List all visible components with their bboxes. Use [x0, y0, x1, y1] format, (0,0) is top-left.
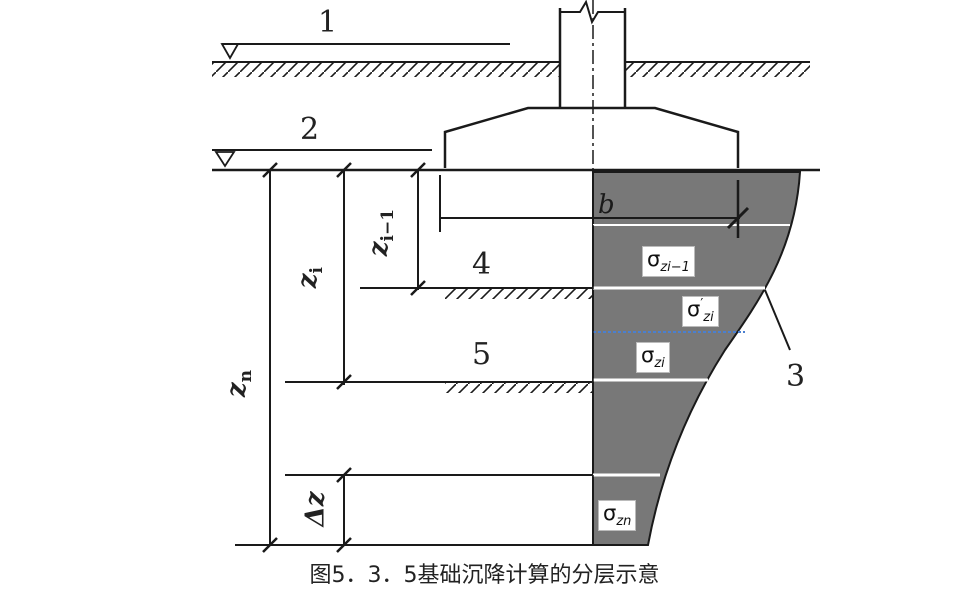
- ground-surface: [212, 43, 810, 77]
- water-level-symbol-2: [214, 151, 236, 168]
- column: [558, 0, 627, 108]
- stress-label-zn: σzn: [598, 500, 637, 531]
- base-level: [212, 149, 820, 172]
- water-level-symbol: [220, 43, 240, 60]
- depth-label-z-n: zn: [221, 370, 257, 398]
- label-4: 4: [472, 247, 492, 282]
- label-1: 1: [318, 5, 338, 40]
- width-label-b: b: [598, 190, 615, 220]
- footing: [443, 106, 740, 168]
- stress-label-zi-minus-1: σzi−1: [642, 246, 695, 277]
- stress-label-zi-prime: σ′zi: [682, 296, 719, 327]
- label-5: 5: [472, 337, 492, 372]
- depth-label-z-i: zi: [293, 266, 328, 289]
- depth-dimensions: [235, 162, 593, 553]
- layer-boundary-5: [445, 381, 593, 393]
- depth-label-delta-z: Δz: [300, 491, 331, 527]
- label-2: 2: [300, 112, 320, 147]
- width-dimension: [439, 175, 750, 238]
- label-3: 3: [786, 359, 806, 394]
- figure-caption: 图5．3．5基础沉降计算的分层示意: [309, 563, 660, 588]
- label-3-leader: [764, 289, 791, 351]
- depth-label-z-i-minus-1: zi−1: [364, 208, 399, 257]
- stress-label-zi: σzi: [636, 342, 670, 373]
- stress-distribution: [592, 171, 802, 546]
- layer-boundary-4: [445, 287, 593, 299]
